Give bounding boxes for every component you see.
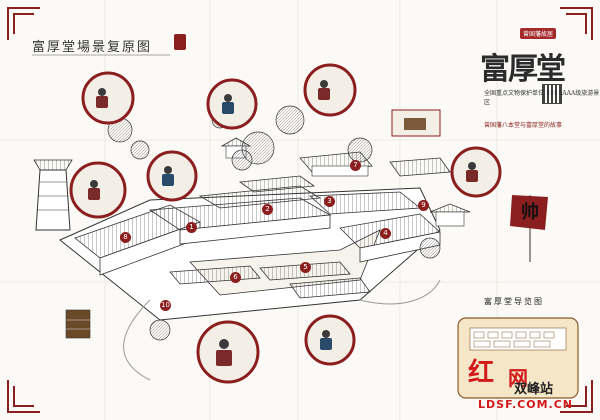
mini-map-title: 富厚堂导览图 <box>484 297 544 306</box>
map-marker: 4 <box>380 228 391 239</box>
map-marker: 8 <box>120 232 131 243</box>
corner-ornament-icon <box>7 7 593 413</box>
map-marker: 3 <box>324 196 335 207</box>
watermark-station: 双峰站 <box>514 382 554 397</box>
seal-label: 曾国藩故居 <box>520 28 557 39</box>
description-line-2: 曾国藩八本堂与富厚堂的故事 <box>484 122 563 129</box>
map-marker: 2 <box>262 204 273 215</box>
description-line-1: 全国重点文物保护单位 国家AAAA级旅游景区 <box>484 90 600 106</box>
map-marker: 7 <box>350 160 361 171</box>
title-badge <box>174 34 186 50</box>
page-title: 富厚堂場景复原图 <box>32 40 153 55</box>
map-marker: 6 <box>230 272 241 283</box>
map-marker: 1 <box>186 222 197 233</box>
map-marker: 5 <box>300 262 311 273</box>
watermark-red: 红 <box>468 358 495 388</box>
map-marker: 10 <box>160 300 171 311</box>
tree-icon <box>107 105 441 341</box>
watermark-url: LDSF.COM.CN <box>478 398 573 411</box>
flag-label: 帅 <box>521 202 539 223</box>
flag-icon <box>510 195 548 262</box>
map-marker: 9 <box>418 200 429 211</box>
qr-code-icon <box>542 84 562 104</box>
watermark-net: 网 <box>508 366 528 390</box>
calligraphy-title: 富厚堂 <box>480 52 566 87</box>
